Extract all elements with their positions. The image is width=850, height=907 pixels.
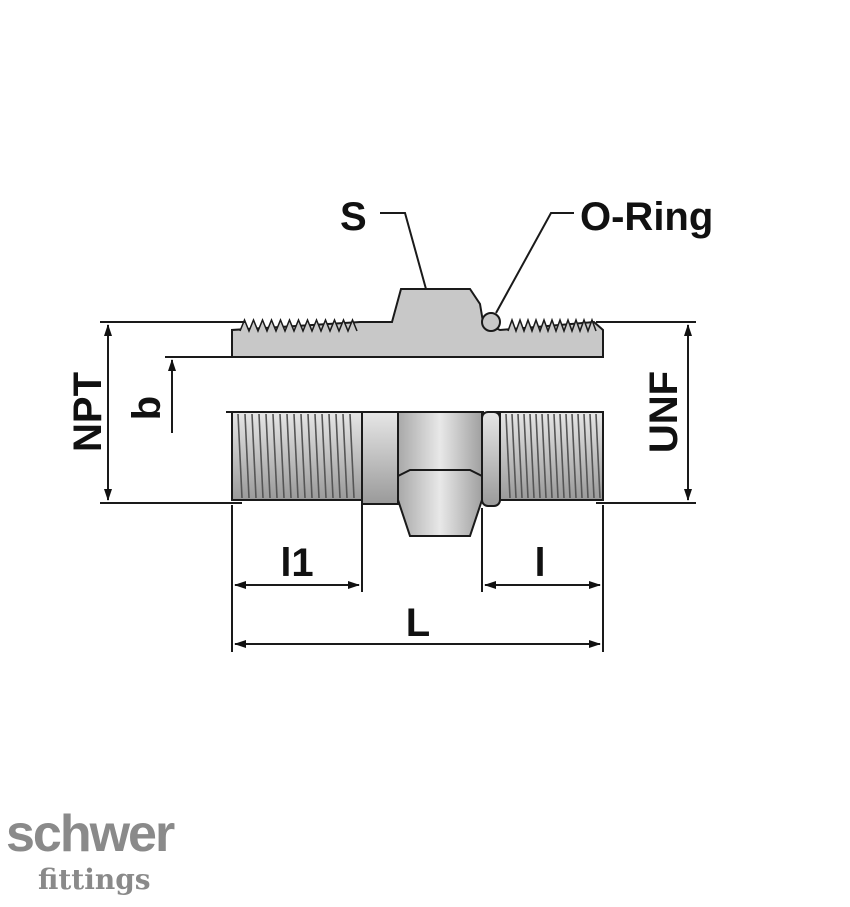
o-ring-groove: [481, 411, 501, 507]
bore: [234, 358, 602, 412]
s-label: S: [340, 195, 367, 239]
l-label: l: [534, 541, 545, 585]
o-ring-section: [481, 312, 501, 332]
L-label: L: [406, 601, 430, 645]
unf-thread-lines: [505, 413, 601, 499]
o-ring-leader: [495, 212, 574, 314]
neck: [361, 411, 399, 505]
b-label: b: [125, 396, 169, 420]
fittings-logo-text: fittings: [38, 863, 151, 896]
hex-body: [397, 411, 483, 537]
o-ring-label: O-Ring: [580, 195, 713, 239]
npt-label: NPT: [66, 372, 110, 452]
unf-thread-teeth: [507, 317, 597, 334]
dimension-lines: [104, 324, 692, 648]
leaders: [380, 212, 574, 314]
l1-label: l1: [280, 541, 313, 585]
section-half: [231, 288, 604, 412]
s-leader: [380, 212, 427, 290]
external-half: [231, 411, 604, 537]
section-outline: [231, 288, 604, 358]
schwer-logo: schwer: [6, 805, 175, 863]
extension-lines: [100, 321, 696, 652]
npt-thread-lines: [237, 413, 355, 499]
npt-thread-teeth: [239, 318, 358, 333]
hex-edge: [397, 469, 483, 477]
unf-label: UNF: [642, 371, 686, 453]
